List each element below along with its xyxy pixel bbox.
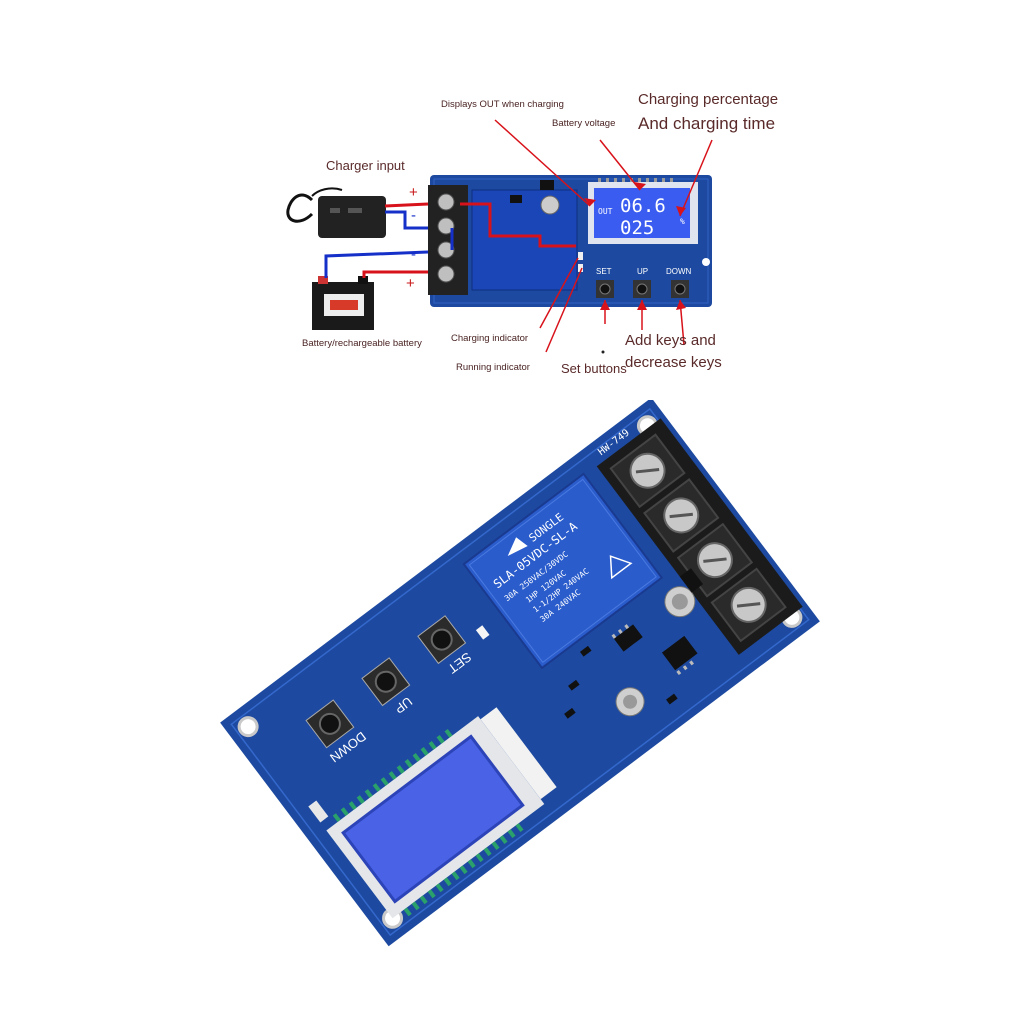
lcd-top-value: 06.6 <box>620 195 666 217</box>
label-add-keys: Add keys and <box>625 332 716 349</box>
lcd-bottom-value: 025 <box>620 217 654 239</box>
photo-relay <box>462 472 664 670</box>
wire-battery-plus <box>362 270 428 278</box>
label-running-indicator: Running indicator <box>456 362 530 373</box>
wire-bridge-red <box>460 202 576 248</box>
label-charging-time: And charging time <box>638 114 776 133</box>
wire-battery-minus <box>324 250 429 278</box>
charger-minus-sign: - <box>411 207 416 224</box>
charger-adapter-icon <box>286 187 386 238</box>
battery-plus-sign: + <box>406 275 415 292</box>
label-battery: Battery/rechargeable battery <box>302 338 422 349</box>
photo-buttons <box>305 615 467 749</box>
diagram-down-label: DOWN <box>666 267 692 276</box>
charging-led <box>578 252 583 260</box>
charger-plus-sign: + <box>409 184 418 201</box>
pcb-board <box>220 400 820 947</box>
board-photo: HW-749 SONGLE SLA-05VDC-SL-A 30A 250VAC/… <box>220 400 820 947</box>
running-led <box>578 264 583 272</box>
wire-charger-minus <box>385 210 428 230</box>
wiring-diagram: OUT 06.6 025 % SET UP DOWN <box>286 119 713 354</box>
battery-minus-sign: - <box>411 246 416 263</box>
label-displays-out: Displays OUT when charging <box>441 99 564 110</box>
diagram-set-label: SET <box>596 267 612 276</box>
label-decrease-keys: decrease keys <box>625 354 722 371</box>
label-charging-percentage: Charging percentage <box>638 91 779 108</box>
terminal-screws <box>437 193 455 283</box>
lcd-screen <box>594 188 690 238</box>
lcd-out: OUT <box>598 207 613 216</box>
label-battery-voltage: Battery voltage <box>552 118 616 129</box>
photo-lcd-screen <box>343 736 523 902</box>
battery-icon <box>312 276 374 330</box>
diagram-up-label: UP <box>637 267 648 276</box>
wire-charger-plus <box>384 202 429 208</box>
label-charging-indicator: Charging indicator <box>451 333 529 344</box>
label-charger-input: Charger input <box>326 158 405 173</box>
diagram-buttons <box>596 280 689 298</box>
lcd-unit: % <box>680 217 685 226</box>
label-set-buttons: Set buttons <box>561 361 627 376</box>
